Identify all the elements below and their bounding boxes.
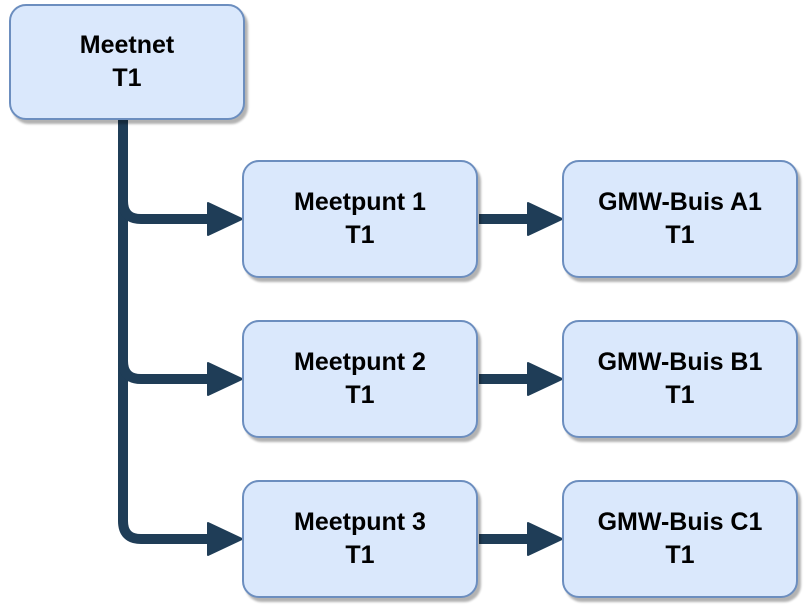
node-subtitle: T1 xyxy=(665,221,695,249)
node-subtitle: T1 xyxy=(345,381,375,409)
node-gmw-buis-b1: GMW-Buis B1 T1 xyxy=(562,320,798,438)
connector-root-to-meetpunt1 xyxy=(118,190,210,224)
node-meetpunt-1: Meetpunt 1 T1 xyxy=(242,160,478,278)
connector-root-to-meetpunt3 xyxy=(118,118,210,544)
node-title: Meetpunt 2 xyxy=(294,348,426,376)
arrowhead-gmwbuis-b1 xyxy=(527,362,563,396)
arrowhead-gmwbuis-c1 xyxy=(527,522,563,556)
node-title: GMW-Buis B1 xyxy=(597,348,763,376)
node-subtitle: T1 xyxy=(112,64,142,92)
node-meetpunt-2: Meetpunt 2 T1 xyxy=(242,320,478,438)
node-gmw-buis-c1: GMW-Buis C1 T1 xyxy=(562,480,798,598)
node-subtitle: T1 xyxy=(665,381,695,409)
node-title: Meetnet xyxy=(79,31,175,59)
node-meetnet: Meetnet T1 xyxy=(9,4,245,120)
node-subtitle: T1 xyxy=(345,221,375,249)
node-title: Meetpunt 1 xyxy=(294,188,426,216)
node-title: GMW-Buis C1 xyxy=(597,508,763,536)
node-title: Meetpunt 3 xyxy=(294,508,426,536)
arrowhead-gmwbuis-a1 xyxy=(527,202,563,236)
arrowhead-meetpunt1 xyxy=(207,202,243,236)
node-subtitle: T1 xyxy=(345,541,375,569)
connector-root-to-meetpunt2 xyxy=(118,350,210,384)
arrowhead-meetpunt3 xyxy=(207,522,243,556)
node-title: GMW-Buis A1 xyxy=(598,188,762,216)
node-gmw-buis-a1: GMW-Buis A1 T1 xyxy=(562,160,798,278)
arrowhead-meetpunt2 xyxy=(207,362,243,396)
node-subtitle: T1 xyxy=(665,541,695,569)
node-meetpunt-3: Meetpunt 3 T1 xyxy=(242,480,478,598)
